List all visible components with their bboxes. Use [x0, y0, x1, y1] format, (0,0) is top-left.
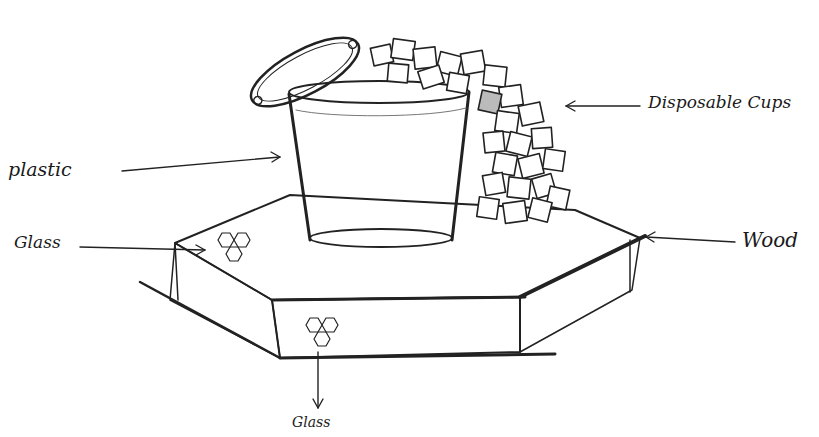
- glass-hexagons: [218, 233, 338, 346]
- glass-label: Glass: [14, 232, 61, 252]
- disposable-cups: [370, 39, 570, 224]
- wood-label: Wood: [742, 228, 798, 252]
- leader-lines: [80, 101, 735, 408]
- wood-base: [140, 195, 645, 358]
- cups-label: Disposable Cups: [648, 92, 791, 112]
- glass-label: Glass: [292, 414, 330, 430]
- bucket-lid: [242, 24, 369, 119]
- plastic-label: plastic: [8, 158, 72, 180]
- plastic-bucket: [289, 81, 469, 247]
